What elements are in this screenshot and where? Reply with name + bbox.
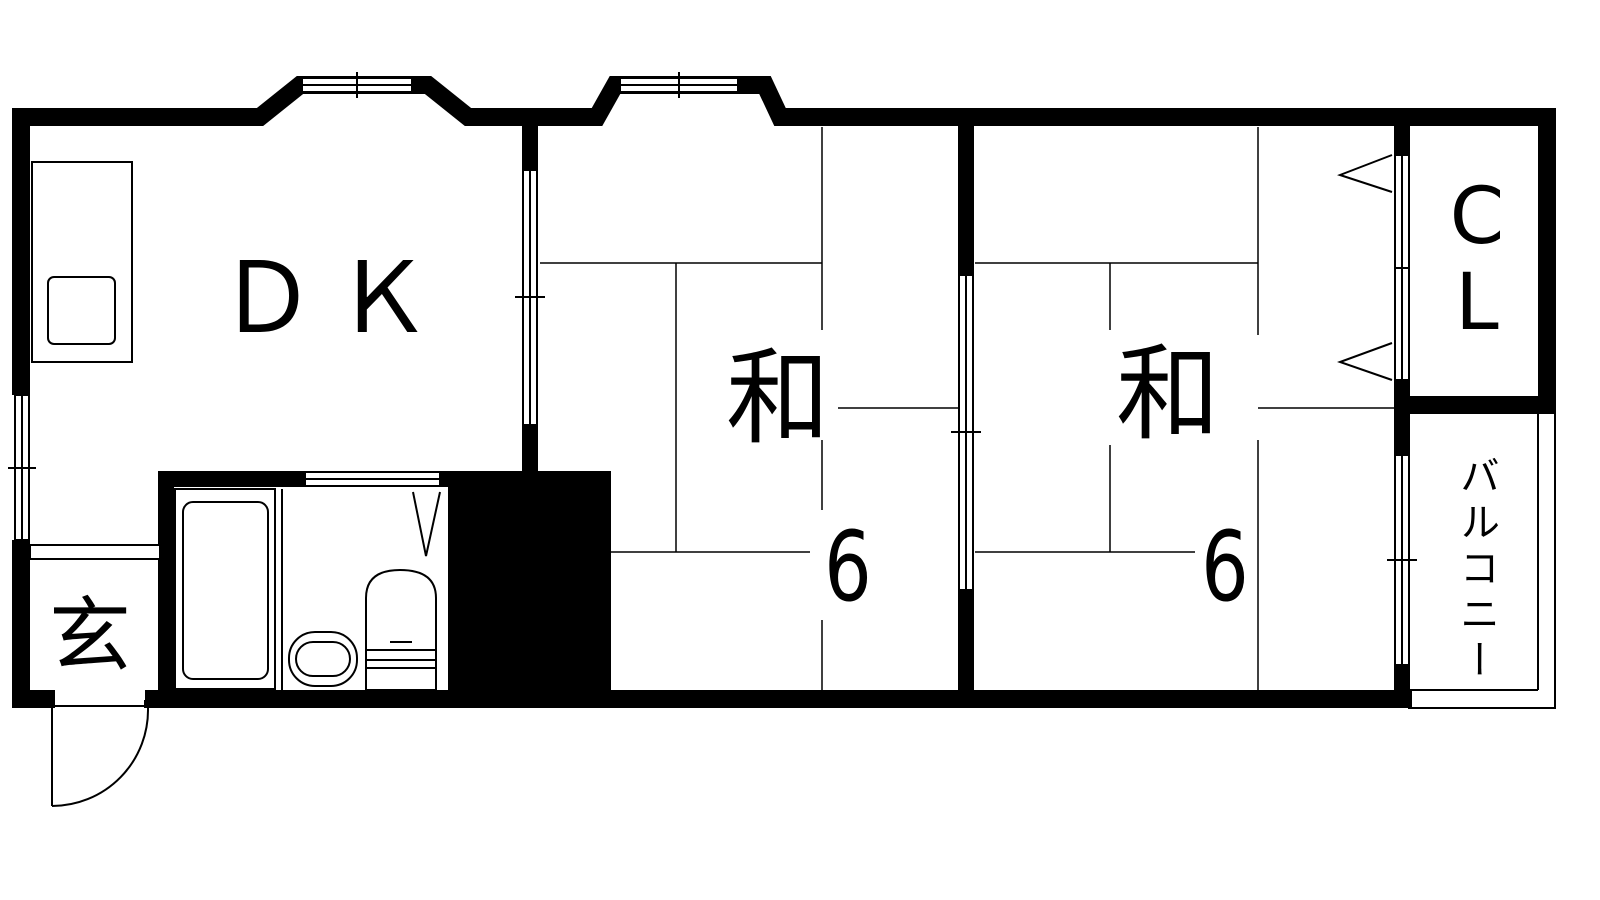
washitsu-1-size: 6 [824, 512, 872, 624]
balcony-sliding-door [1387, 454, 1417, 666]
pipe-shaft [448, 471, 611, 699]
tatami-washitsu-2 [975, 127, 1394, 690]
dk-left-window [8, 394, 36, 541]
tatami-washitsu-1 [540, 127, 958, 690]
sliding-door-washitsu [951, 274, 981, 591]
bay-window-washitsu [619, 72, 739, 98]
entrance-door [51, 700, 150, 807]
bath-fixtures [174, 488, 441, 691]
genkan-partition [29, 544, 161, 560]
sliding-door-dk [515, 169, 545, 426]
balcony-rail [1408, 412, 1556, 709]
genkan-label: 玄 [49, 589, 131, 684]
closet-hanger-marks [1337, 154, 1393, 381]
closet-label-l: L [1455, 258, 1499, 348]
closet-sliding-door [1394, 154, 1410, 381]
dk-label: ＤＫ [218, 242, 450, 356]
washitsu-2-label: 和 [1116, 333, 1220, 455]
washitsu-2-size: 6 [1201, 512, 1249, 624]
balcony-label: バルコニー [1453, 455, 1499, 685]
kitchen-counter [31, 161, 133, 363]
interior-walls [158, 117, 1556, 699]
washitsu-1-label: 和 [726, 337, 830, 459]
closet-label-c: C [1450, 172, 1504, 262]
bay-window-dk [301, 72, 413, 98]
bath-window [304, 471, 441, 487]
